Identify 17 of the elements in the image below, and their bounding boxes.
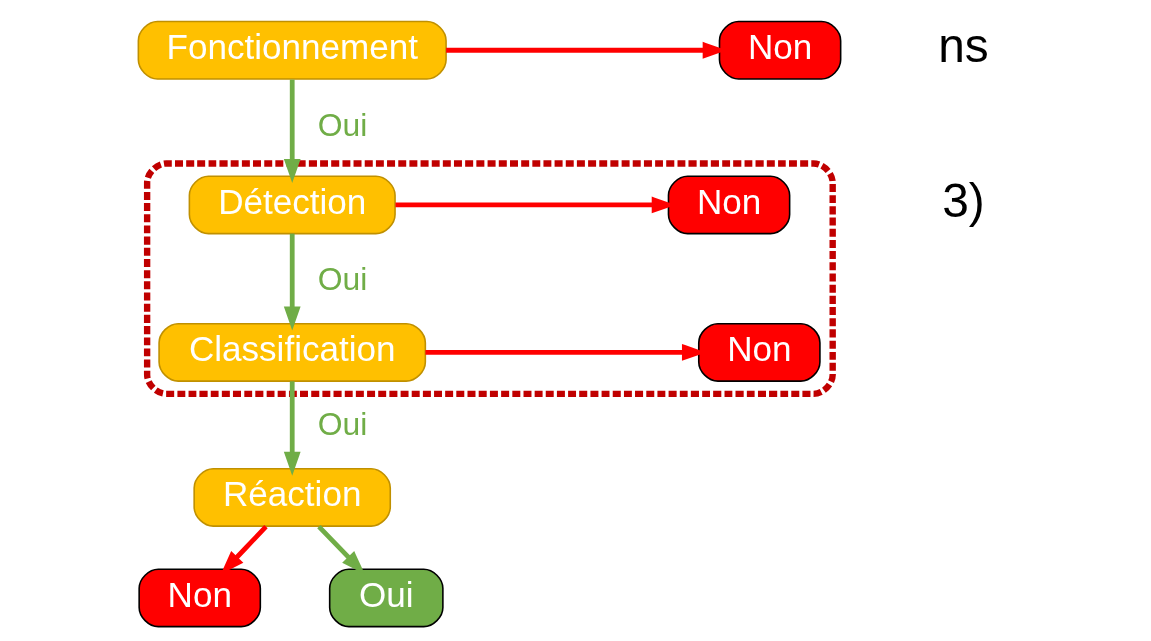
label: 3) [941,173,985,227]
node-box: Non [697,322,821,382]
edge-label: Oui [317,261,367,298]
node-box: Fonctionnement [137,20,447,80]
edge-label: Oui [317,406,367,443]
arrow [283,233,301,331]
node-box: Non [137,568,261,628]
arrow [283,381,301,476]
node-box: Détection [188,175,396,235]
node-box: Non [718,20,841,80]
label: ns [937,19,989,73]
node-box: Réaction [192,467,391,527]
node-box: Classification [157,322,426,382]
edge-label: Oui [317,106,367,143]
node-box: Oui [328,568,444,628]
arrow [283,79,301,183]
node-box: Non [667,175,790,235]
